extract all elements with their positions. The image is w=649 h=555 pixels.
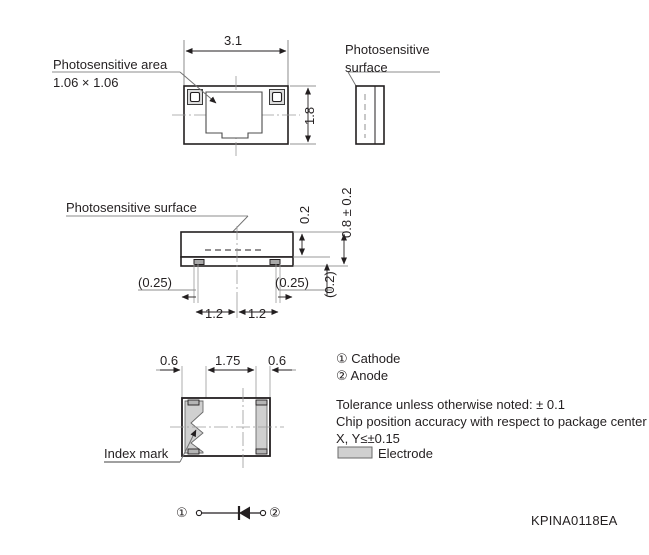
dim-side-left-inset: (0.25): [138, 275, 172, 290]
note-chip-accuracy-line2: X, Y≤±0.15: [336, 431, 400, 446]
label-photosensitive-surface-end-line2: surface: [345, 60, 388, 75]
legend-pin1: ① Cathode: [336, 351, 401, 366]
view-bottom: [104, 366, 296, 470]
legend-pin2: ② Anode: [336, 368, 389, 383]
dim-side-top-thickness: 0.2: [297, 205, 312, 224]
view-top: [52, 40, 316, 156]
dim-bottom-pad-right: 0.6: [268, 353, 287, 368]
schematic-pin2-label: ②: [269, 505, 281, 520]
dim-bottom-pad-left: 0.6: [160, 353, 179, 368]
note-tolerance: Tolerance unless otherwise noted: ± 0.1: [336, 397, 565, 412]
legend-electrode-label: Electrode: [378, 446, 433, 461]
view-side: [66, 215, 348, 318]
schematic-pin1-label: ①: [176, 505, 188, 520]
view-end: [347, 71, 440, 145]
dim-side-foot-height: (0.2): [322, 271, 337, 298]
dim-top-height: 1.8: [302, 106, 317, 125]
note-chip-accuracy-line1: Chip position accuracy with respect to p…: [336, 414, 647, 429]
dim-bottom-gap: 1.75: [215, 353, 241, 368]
dim-side-right-inset: (0.25): [275, 275, 309, 290]
label-photosensitive-area-line2: 1.06 × 1.06: [53, 75, 119, 90]
dim-side-total-height: 0.8 ± 0.2: [339, 187, 354, 238]
schematic-diode: [195, 506, 267, 520]
dim-side-pitch-left: 1.2: [205, 306, 224, 321]
label-photosensitive-area-line1: Photosensitive area: [53, 57, 168, 72]
dim-top-width: 3.1: [224, 33, 243, 48]
part-number: KPINA0118EA: [531, 513, 618, 528]
label-photosensitive-surface-side: Photosensitive surface: [66, 200, 197, 215]
label-index-mark: Index mark: [104, 446, 169, 461]
label-photosensitive-surface-end-line1: Photosensitive: [345, 42, 430, 57]
dim-side-pitch-right: 1.2: [248, 306, 267, 321]
legend-electrode-swatch: [337, 446, 373, 459]
